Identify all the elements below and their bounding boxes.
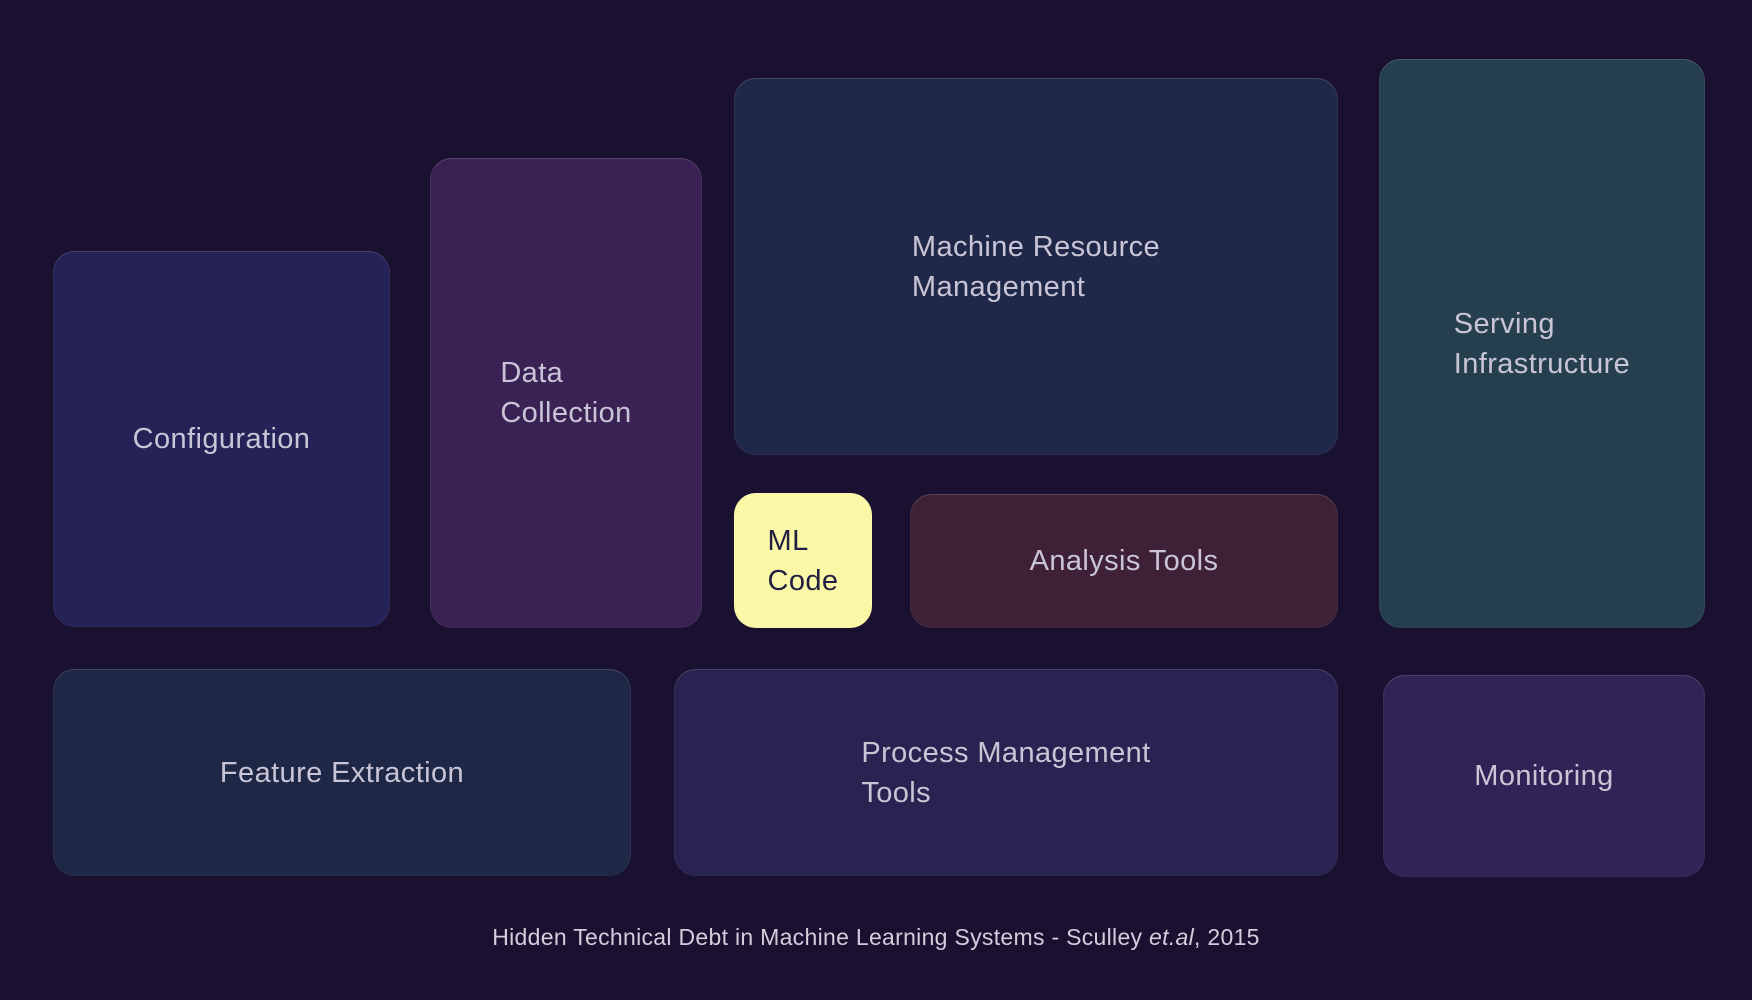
box-label-line: Code [767, 564, 839, 597]
box-analysis-tools: Analysis Tools [910, 494, 1338, 628]
box-label-line: ML [767, 524, 809, 557]
box-label-line: Infrastructure [1453, 347, 1631, 380]
box-label-line: Data [500, 357, 564, 389]
box-label-line: Serving [1453, 307, 1555, 340]
box-label-line: Configuration [132, 423, 311, 455]
box-label-line: Process Management [861, 736, 1151, 769]
box-label: Monitoring [1474, 756, 1613, 796]
box-label: Configuration [133, 419, 311, 459]
caption-year: , 2015 [1194, 924, 1260, 950]
box-configuration: Configuration [53, 251, 390, 627]
box-label: Feature Extraction [220, 753, 464, 793]
box-ml-code: ML Code [734, 493, 872, 628]
box-label-line: Machine Resource [911, 230, 1161, 263]
box-label: Analysis Tools [1030, 541, 1219, 581]
caption: Hidden Technical Debt in Machine Learnin… [0, 924, 1752, 951]
caption-text: Hidden Technical Debt in Machine Learnin… [492, 924, 1150, 950]
box-label-line: Management [911, 270, 1086, 303]
box-feature-extraction: Feature Extraction [53, 669, 631, 876]
box-label-line: Feature Extraction [219, 756, 465, 789]
caption-citation: et.al [1149, 924, 1195, 950]
box-monitoring: Monitoring [1383, 675, 1705, 877]
box-label-line: Monitoring [1474, 760, 1614, 792]
box-label-line: Tools [861, 776, 932, 809]
box-label-line: Analysis Tools [1029, 545, 1219, 577]
box-label: ML Code [768, 521, 839, 601]
box-label-line: Collection [500, 397, 632, 429]
